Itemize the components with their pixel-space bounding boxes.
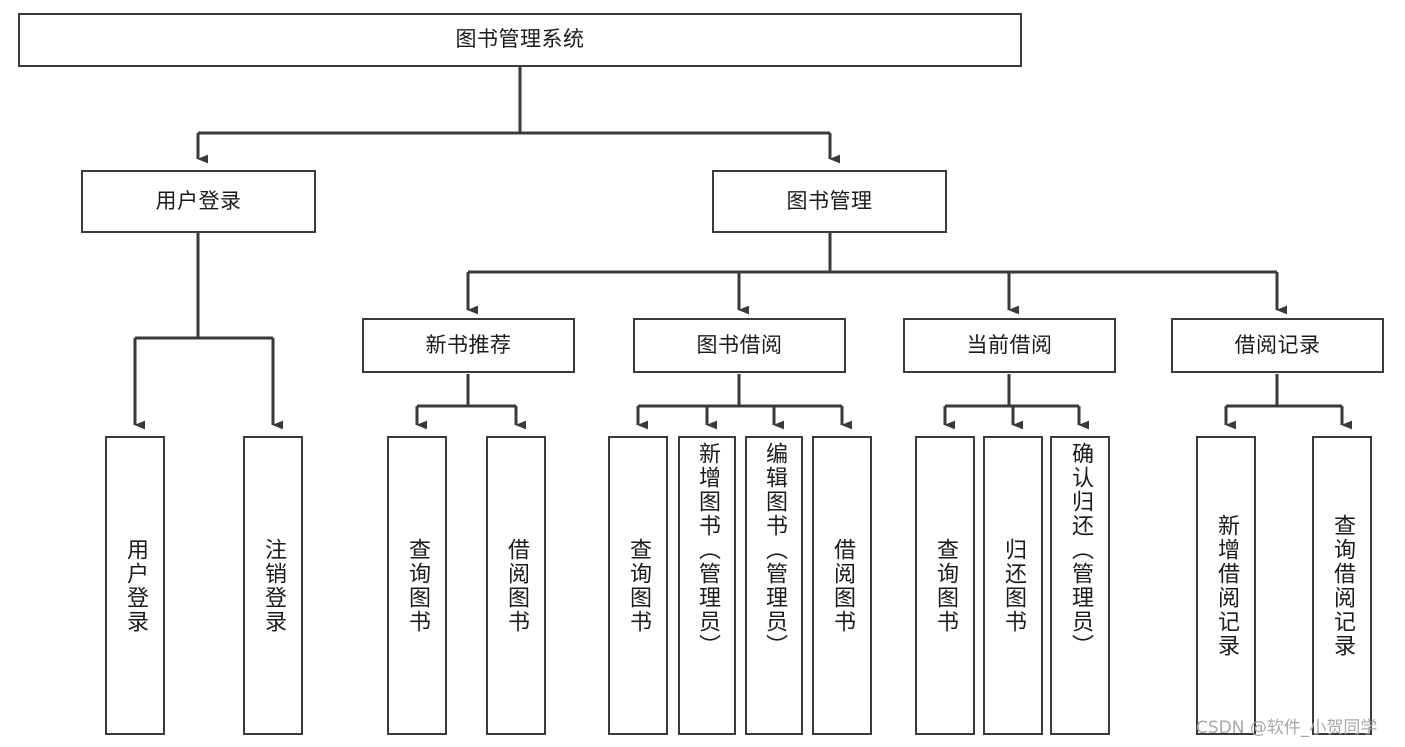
node-label: 图书管理 xyxy=(786,188,873,213)
connector-new-book-rec-to-leaves xyxy=(415,374,527,430)
node-label: 查询借阅记录 xyxy=(1330,513,1355,658)
node-label: 图书借阅 xyxy=(696,332,783,357)
connector-book-borrow-to-leaves xyxy=(636,374,853,430)
node-current-borrow[interactable]: 当前借阅 xyxy=(903,318,1116,373)
node-label: 新增借阅记录 xyxy=(1214,513,1239,658)
node-label: 查询图书 xyxy=(626,537,651,634)
node-borrow-record[interactable]: 借阅记录 xyxy=(1171,318,1384,373)
leaf-node-add-borrow-record[interactable]: 新增借阅记录 xyxy=(1196,436,1256,735)
leaf-node-query-book-rec[interactable]: 查询图书 xyxy=(387,436,447,735)
node-label: 图书管理系统 xyxy=(455,27,585,52)
connector-user-login-to-leaves xyxy=(133,233,284,430)
node-label: 新书推荐 xyxy=(425,332,512,357)
node-user-login[interactable]: 用户登录 xyxy=(81,170,316,233)
node-root-system[interactable]: 图书管理系统 xyxy=(18,13,1022,67)
leaf-node-query-book-borrow[interactable]: 查询图书 xyxy=(608,436,668,735)
leaf-node-edit-book[interactable]: 编辑图书（管理员） xyxy=(745,436,803,735)
leaf-node-query-book-current[interactable]: 查询图书 xyxy=(915,436,975,735)
leaf-node-return-book[interactable]: 归还图书 xyxy=(983,436,1043,735)
node-label: 用户登录 xyxy=(123,537,148,634)
leaf-node-query-borrow-record[interactable]: 查询借阅记录 xyxy=(1312,436,1372,735)
node-new-book-recommend[interactable]: 新书推荐 xyxy=(362,318,575,373)
node-book-manage[interactable]: 图书管理 xyxy=(712,170,947,233)
leaf-node-add-book[interactable]: 新增图书（管理员） xyxy=(678,436,736,735)
node-label: 查询图书 xyxy=(933,537,958,634)
connector-current-borrow-to-leaves xyxy=(943,374,1090,430)
node-label: 当前借阅 xyxy=(966,332,1053,357)
node-label: 借阅图书 xyxy=(830,537,855,634)
leaf-node-borrow-book[interactable]: 借阅图书 xyxy=(812,436,872,735)
leaf-node-confirm-return[interactable]: 确认归还（管理员） xyxy=(1050,436,1110,735)
node-label: 注销登录 xyxy=(261,537,286,634)
connector-borrow-record-to-leaves xyxy=(1224,374,1353,430)
node-label: 查询图书 xyxy=(405,537,430,634)
node-label: 新增图书（管理员） xyxy=(695,442,720,658)
connector-book-manage-to-level2 xyxy=(466,233,1288,315)
node-book-borrow[interactable]: 图书借阅 xyxy=(633,318,846,373)
node-label: 借阅图书 xyxy=(504,537,529,634)
connector-root-to-level1 xyxy=(196,67,841,164)
node-label: 归还图书 xyxy=(1001,537,1026,634)
node-label: 用户登录 xyxy=(155,188,242,213)
node-label: 借阅记录 xyxy=(1234,332,1321,357)
watermark-text: CSDN @软件_小贺同学 xyxy=(1196,718,1378,738)
node-label: 编辑图书（管理员） xyxy=(762,442,787,658)
node-label: 确认归还（管理员） xyxy=(1068,442,1093,658)
leaf-node-borrow-book-rec[interactable]: 借阅图书 xyxy=(486,436,546,735)
leaf-node-user-login[interactable]: 用户登录 xyxy=(105,436,165,735)
leaf-node-user-logout[interactable]: 注销登录 xyxy=(243,436,303,735)
